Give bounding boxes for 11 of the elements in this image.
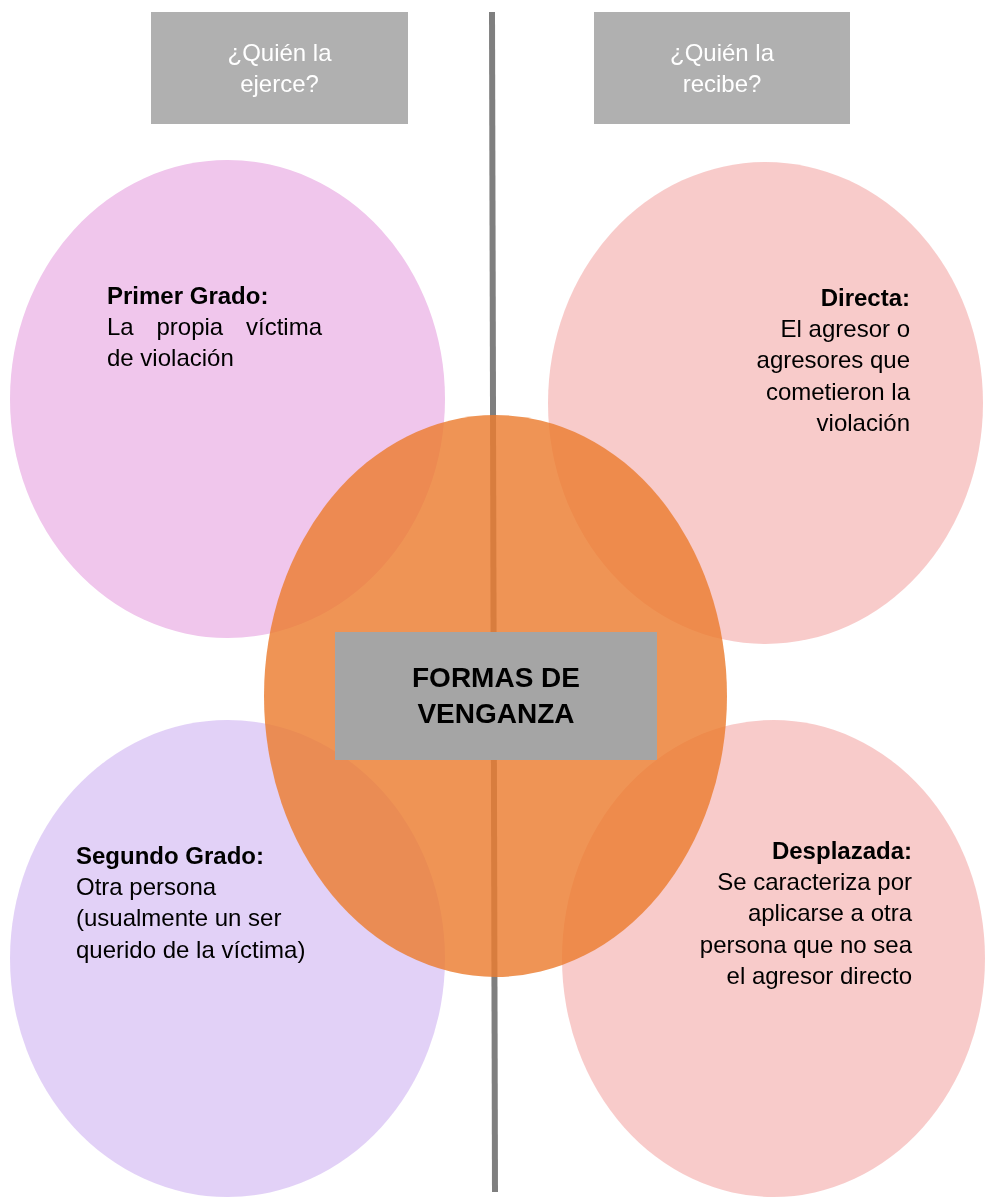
- column-heading: ¿Quién la recibe?: [594, 12, 850, 124]
- category-description: El agresor o agresores que cometieron la violación: [755, 314, 910, 438]
- category-title: Desplazada:: [770, 836, 912, 866]
- category-description: Otra persona (usualmente un ser querido de la víctima): [76, 872, 307, 965]
- title-box: FORMAS DE VENGANZA: [335, 632, 657, 760]
- column-heading: ¿Quién la ejerce?: [151, 12, 408, 124]
- category-description: Se caracteriza por aplicarse a otra persona que no sea el agresor directo: [698, 867, 912, 991]
- category-title: Directa:: [819, 283, 910, 313]
- category-description: La propia víctima de violación: [107, 312, 322, 374]
- category-title: Primer Grado:: [107, 281, 270, 311]
- category-title: Segundo Grado:: [76, 841, 265, 871]
